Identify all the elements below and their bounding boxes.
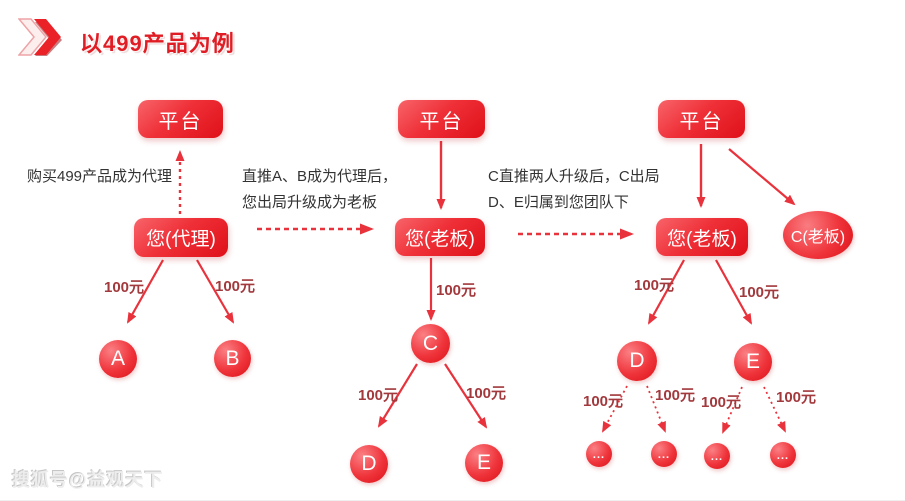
step3-amount-e: 100元 (739, 284, 780, 301)
watermark-text: 搜狐号@益观天下 (12, 470, 164, 490)
step1-agent-node: 您(代理) (134, 218, 228, 257)
step1-amount-b: 100元 (215, 278, 256, 295)
double-chevron-right-icon (18, 18, 62, 56)
step2-note: 直推A、B成为代理后， 您出局升级成为老板 (242, 164, 397, 216)
step3-note-line2: D、E归属到您团队下 (488, 194, 629, 211)
step3-note-line1: C直推两人升级后，C出局 (488, 168, 660, 185)
step3-cboss-node: C(老板) (783, 211, 853, 259)
step2-amount-d: 100元 (358, 387, 399, 404)
step1-platform-node: 平台 (138, 100, 223, 138)
page-title: 以499产品为例 (80, 31, 235, 56)
step3-amount-sub3: 100元 (701, 394, 742, 411)
step1-amount-a: 100元 (104, 279, 145, 296)
step2-note-line1: 直推A、B成为代理后， (242, 168, 398, 185)
step3-note: C直推两人升级后，C出局 D、E归属到您团队下 (488, 164, 660, 216)
step2-amount-e: 100元 (466, 385, 507, 402)
step2-node-c: C (411, 324, 450, 363)
step3-sub-node-4: ... (770, 442, 796, 468)
arrow-platform3-to-cboss (728, 148, 796, 206)
step3-amount-d: 100元 (634, 277, 675, 294)
step3-boss-node: 您(老板) (656, 218, 748, 256)
step3-node-d: D (617, 341, 657, 381)
step3-sub-node-1: ... (586, 441, 612, 467)
step2-node-d: D (350, 445, 388, 483)
step3-node-e: E (734, 343, 772, 381)
step2-boss-node: 您(老板) (395, 218, 485, 256)
step3-sub-node-3: ... (704, 443, 730, 469)
step2-note-line2: 您出局升级成为老板 (242, 194, 378, 211)
step2-node-e: E (465, 444, 503, 482)
step1-node-a: A (99, 340, 137, 378)
step3-amount-sub2: 100元 (655, 387, 696, 404)
step3-sub-node-2: ... (651, 441, 677, 467)
step3-amount-sub1: 100元 (583, 393, 624, 410)
step3-platform-node: 平台 (658, 100, 745, 138)
step1-node-b: B (214, 340, 251, 377)
step1-note: 购买499产品成为代理 (27, 168, 173, 185)
step2-amount-c: 100元 (436, 282, 477, 299)
step3-amount-sub4: 100元 (776, 389, 817, 406)
step2-platform-node: 平台 (398, 100, 485, 138)
